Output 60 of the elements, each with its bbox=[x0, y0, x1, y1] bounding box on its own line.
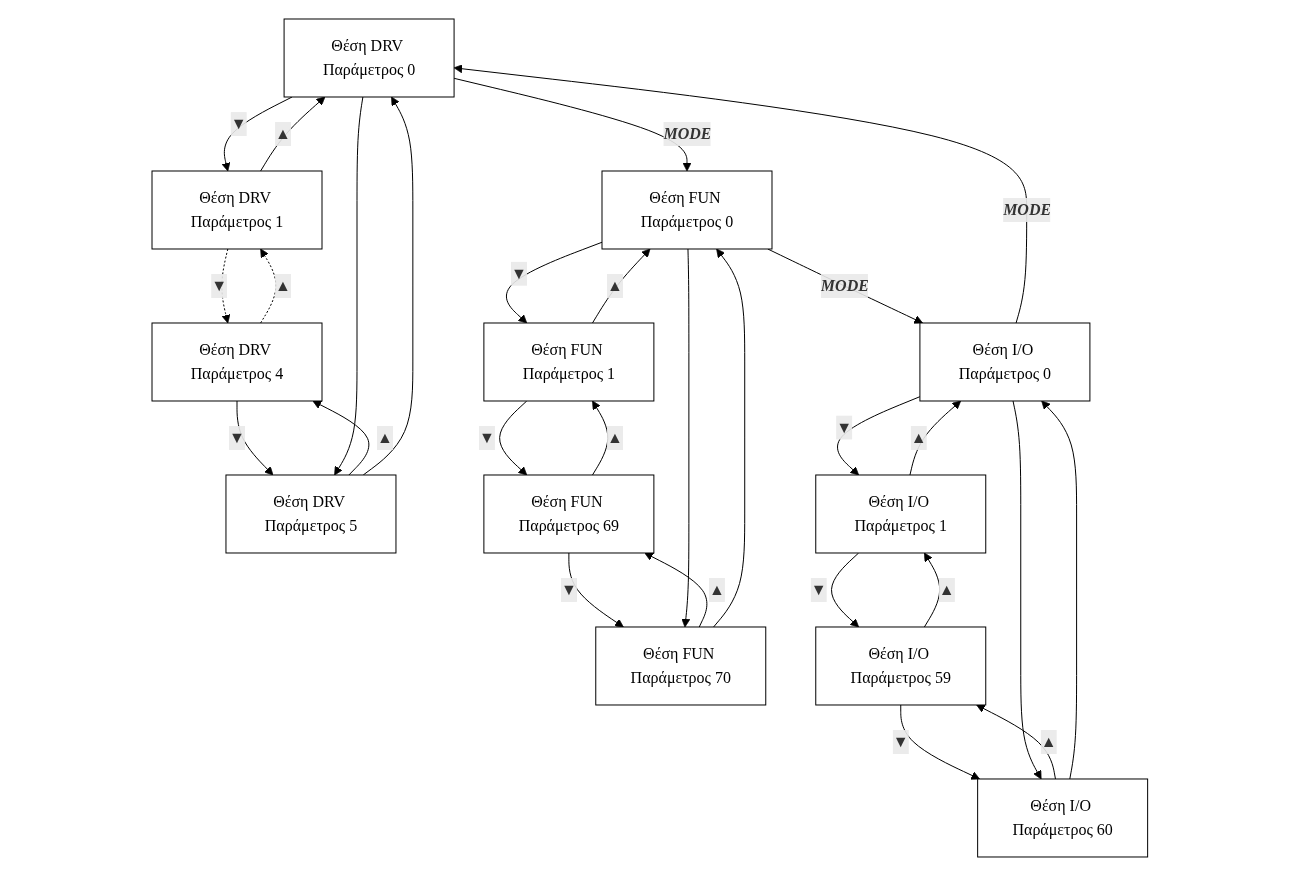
edge-label: ▼ bbox=[229, 428, 246, 446]
arrow bbox=[909, 400, 962, 475]
arrow bbox=[221, 96, 293, 171]
node-box: Θέση FUN Παράμετρος 0 bbox=[601, 170, 773, 249]
arrow bbox=[260, 248, 277, 323]
arrow bbox=[362, 96, 414, 475]
edge-label: MODE bbox=[663, 124, 712, 142]
arrow bbox=[260, 96, 326, 171]
arrow bbox=[506, 241, 603, 323]
node-box: Θέση I/O Παράμετρος 0 bbox=[919, 322, 1091, 401]
edge-label: ▲ bbox=[939, 580, 955, 598]
arrow bbox=[924, 552, 941, 627]
arrow bbox=[568, 552, 624, 627]
edge-label: ▲ bbox=[910, 428, 927, 446]
edge-label: ▼ bbox=[230, 114, 247, 132]
edge-label: ▼ bbox=[810, 580, 827, 598]
edge-label: ▲ bbox=[377, 428, 394, 446]
node-box: Θέση DRV Παράμετρος 4 bbox=[151, 322, 323, 401]
edge-label: ▲ bbox=[275, 276, 292, 294]
arrow bbox=[221, 248, 231, 323]
arrow bbox=[592, 248, 651, 323]
node-box: Θέση I/O Παράμετρος 60 bbox=[977, 778, 1149, 857]
edge-label: MODE bbox=[1003, 200, 1052, 218]
arrow bbox=[767, 248, 924, 324]
node-box: Θέση I/O Παράμετρος 59 bbox=[815, 626, 987, 705]
edge-label: ▼ bbox=[211, 276, 228, 294]
arrow bbox=[312, 400, 370, 475]
arrow bbox=[453, 77, 692, 171]
arrow bbox=[831, 552, 860, 627]
edge-label: ▲ bbox=[709, 580, 725, 598]
edge-label: MODE bbox=[821, 276, 870, 294]
node-box: Θέση FUN Παράμετρος 69 bbox=[483, 474, 655, 553]
arrow bbox=[837, 395, 921, 475]
edge-label: ▼ bbox=[893, 732, 909, 750]
arrow bbox=[592, 400, 609, 475]
edge-label: ▲ bbox=[1040, 732, 1057, 750]
arrow bbox=[1012, 400, 1042, 779]
arrow bbox=[453, 63, 1028, 323]
node-box: Θέση I/O Παράμετρος 1 bbox=[815, 474, 987, 553]
edge-label: ▲ bbox=[275, 124, 292, 142]
arrow bbox=[499, 400, 528, 475]
edge-label: ▲ bbox=[607, 428, 624, 446]
node-box: Θέση DRV Παράμετρος 0 bbox=[283, 18, 455, 97]
edge-label: ▼ bbox=[561, 580, 577, 598]
node-box: Θέση FUN Παράμετρος 70 bbox=[595, 626, 767, 705]
arrow bbox=[644, 552, 708, 627]
node-box: Θέση DRV Παράμετρος 5 bbox=[225, 474, 397, 553]
arrow bbox=[976, 704, 1057, 779]
arrow bbox=[334, 96, 364, 475]
edge-label: ▲ bbox=[607, 276, 624, 294]
edge-label: ▼ bbox=[836, 418, 853, 436]
arrow bbox=[1041, 400, 1078, 779]
edge-label: ▼ bbox=[511, 264, 528, 282]
arrow bbox=[236, 400, 274, 475]
arrow bbox=[713, 248, 746, 627]
node-box: Θέση FUN Παράμετρος 1 bbox=[483, 322, 655, 401]
arrow bbox=[900, 704, 981, 780]
node-box: Θέση DRV Παράμετρος 1 bbox=[151, 170, 323, 249]
arrow bbox=[681, 248, 691, 627]
edge-label: ▼ bbox=[479, 428, 495, 446]
